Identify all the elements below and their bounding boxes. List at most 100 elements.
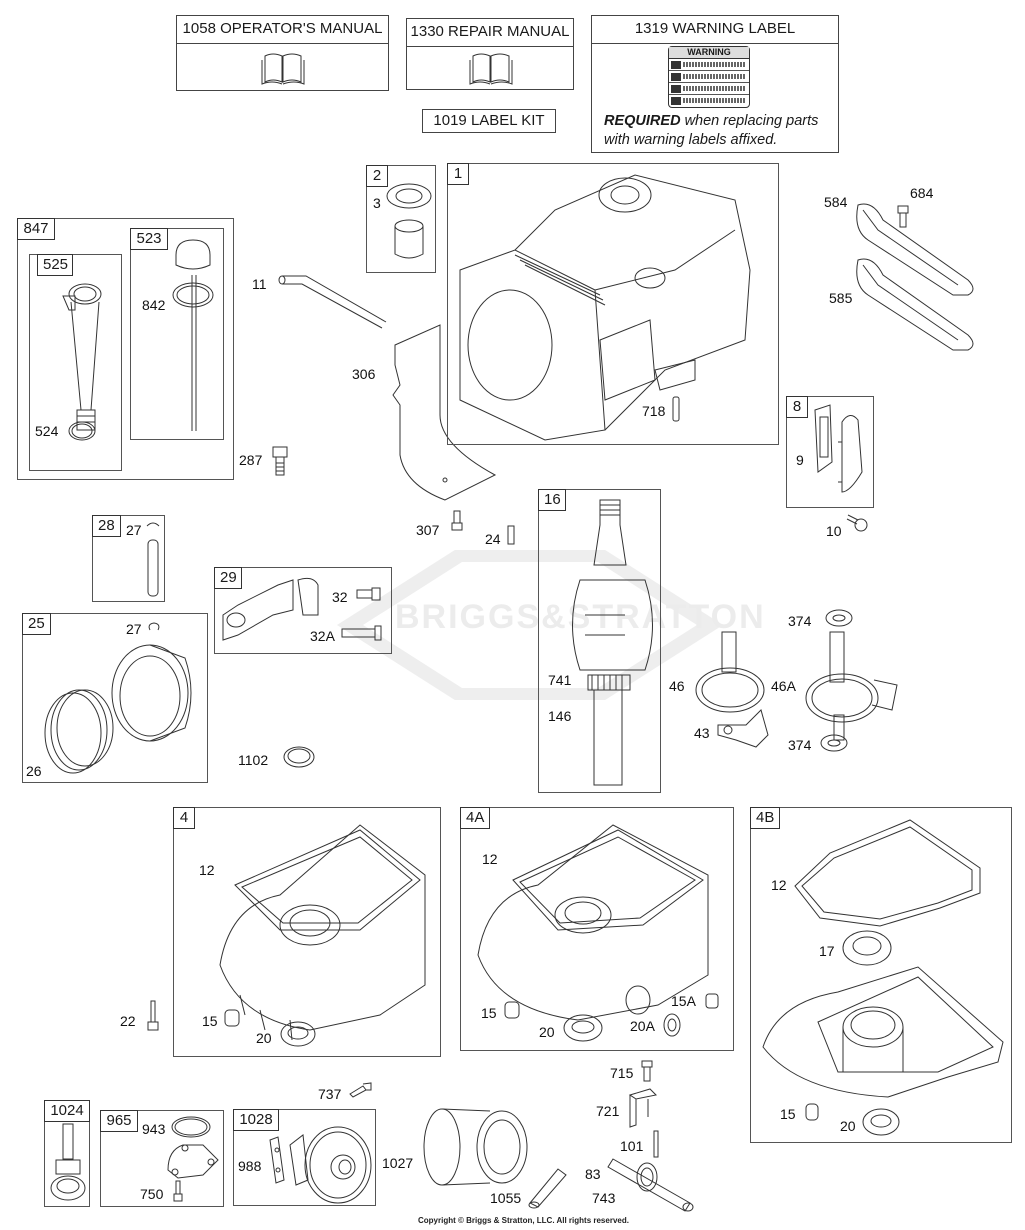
camshaft[interactable] <box>802 630 902 750</box>
governor-crank-bracket[interactable] <box>628 1085 658 1129</box>
oil-seal[interactable] <box>861 1107 901 1137</box>
callout-943: 943 <box>142 1121 166 1137</box>
bolt[interactable] <box>172 1180 184 1202</box>
oil-seal[interactable] <box>562 1013 604 1043</box>
plug[interactable] <box>705 993 719 1009</box>
bolt[interactable] <box>270 445 290 479</box>
cylinder-assembly[interactable] <box>455 170 775 441</box>
group-28[interactable]: 28 <box>92 515 165 602</box>
crankshaft[interactable] <box>560 495 660 790</box>
warning-row <box>669 71 749 83</box>
callout-306: 306 <box>352 366 376 382</box>
crankcase-cover[interactable] <box>180 815 436 1050</box>
camshaft[interactable] <box>690 630 770 730</box>
bolt[interactable] <box>341 625 383 641</box>
group-1028[interactable]: 1028 <box>233 1109 376 1206</box>
group-tag-847: 847 <box>17 218 55 240</box>
oil-seal[interactable] <box>279 1020 317 1048</box>
warning-card-title: WARNING <box>669 47 749 59</box>
repair-manual-box[interactable]: 1330 REPAIR MANUAL <box>406 18 574 90</box>
retaining-ring[interactable] <box>147 621 161 633</box>
oil-filter-adapter[interactable] <box>268 1125 373 1205</box>
tube[interactable] <box>528 1165 568 1209</box>
group-29[interactable]: 29 <box>214 567 392 654</box>
bolt[interactable] <box>349 1082 373 1098</box>
warning-row <box>669 83 749 95</box>
oil-seal[interactable] <box>662 1012 682 1038</box>
callout-721: 721 <box>596 1103 620 1119</box>
o-ring[interactable] <box>67 420 97 442</box>
dowel-pin[interactable] <box>671 396 681 422</box>
screw[interactable] <box>450 510 464 532</box>
group-tag-4B: 4B <box>750 807 780 829</box>
group-525[interactable]: 525 <box>29 254 122 471</box>
rocker-cover-gasket[interactable] <box>818 200 978 360</box>
group-tag-4: 4 <box>173 807 195 829</box>
callout-15A: 15A <box>671 993 696 1009</box>
group-1024[interactable]: 1024 <box>44 1100 90 1207</box>
required-text-line2: with warning labels affixed. <box>604 132 778 148</box>
dowel-pin[interactable] <box>506 525 516 545</box>
governor-gear-shaft[interactable] <box>605 1155 700 1215</box>
crankcase-cover[interactable] <box>468 815 724 1030</box>
governor-assembly[interactable] <box>716 705 771 750</box>
label-kit-box[interactable]: 1019 LABEL KIT <box>422 109 556 133</box>
group-847[interactable]: 847 <box>17 218 234 480</box>
group-8[interactable]: 8 <box>786 396 874 508</box>
piston-pin[interactable] <box>144 520 162 600</box>
pin[interactable] <box>652 1130 660 1158</box>
callout-743: 743 <box>592 1190 616 1206</box>
group-25[interactable]: 25 <box>22 613 208 783</box>
plug[interactable] <box>804 1102 820 1122</box>
group-523[interactable]: 523 <box>130 228 224 440</box>
callout-20: 20 <box>539 1024 555 1040</box>
oil-fill-tube[interactable] <box>55 280 115 440</box>
plug[interactable] <box>503 1000 521 1020</box>
oil-seal[interactable] <box>384 182 434 262</box>
oil-seal[interactable] <box>841 928 893 968</box>
callout-737: 737 <box>318 1086 342 1102</box>
callout-1055: 1055 <box>490 1190 522 1206</box>
callout-15: 15 <box>481 1005 497 1021</box>
oil-pump-cover[interactable] <box>163 1140 223 1180</box>
bolt[interactable] <box>146 1000 160 1032</box>
breather-tube[interactable] <box>276 272 396 332</box>
repair-manual-title: 1330 REPAIR MANUAL <box>407 19 573 47</box>
group-tag-523: 523 <box>130 228 168 250</box>
callout-24: 24 <box>485 531 501 547</box>
bolt[interactable] <box>356 587 382 601</box>
plug[interactable] <box>223 1008 241 1028</box>
bolt[interactable] <box>895 205 911 229</box>
connecting-rod[interactable] <box>218 570 338 650</box>
bolt[interactable] <box>640 1060 654 1082</box>
callout-12: 12 <box>482 851 498 867</box>
breather-assembly[interactable] <box>810 402 872 504</box>
oil-filter[interactable] <box>420 1105 530 1190</box>
oil-pump-rotor[interactable] <box>48 1122 88 1204</box>
warning-label-box[interactable]: 1319 WARNING LABEL WARNING REQUIRED when… <box>591 15 839 153</box>
callout-26: 26 <box>26 763 42 779</box>
operators-manual-box[interactable]: 1058 OPERATOR'S MANUAL <box>176 15 389 91</box>
seal[interactable] <box>282 745 316 769</box>
washer[interactable] <box>819 733 849 753</box>
air-guide[interactable] <box>385 324 505 525</box>
crankcase-cover[interactable] <box>758 962 1008 1102</box>
piston[interactable] <box>105 638 197 748</box>
group-965[interactable]: 965 <box>100 1110 224 1207</box>
washer[interactable] <box>824 608 854 628</box>
o-ring[interactable] <box>170 1115 212 1139</box>
piston-rings[interactable] <box>35 689 115 776</box>
callout-15: 15 <box>202 1013 218 1029</box>
group-2[interactable]: 2 <box>366 165 436 273</box>
warning-label-card: WARNING <box>668 46 750 108</box>
gasket[interactable] <box>790 818 990 930</box>
group-4[interactable]: 4 <box>173 807 441 1057</box>
group-4A[interactable]: 4A <box>460 807 734 1051</box>
group-4B[interactable]: 4B <box>750 807 1012 1143</box>
group-16[interactable]: 16 <box>538 489 661 793</box>
bolt[interactable] <box>846 514 870 534</box>
warning-label-title: 1319 WARNING LABEL <box>592 16 838 44</box>
callout-3: 3 <box>373 195 381 211</box>
group-1[interactable]: 1 <box>447 163 779 445</box>
dipstick[interactable] <box>168 235 218 435</box>
